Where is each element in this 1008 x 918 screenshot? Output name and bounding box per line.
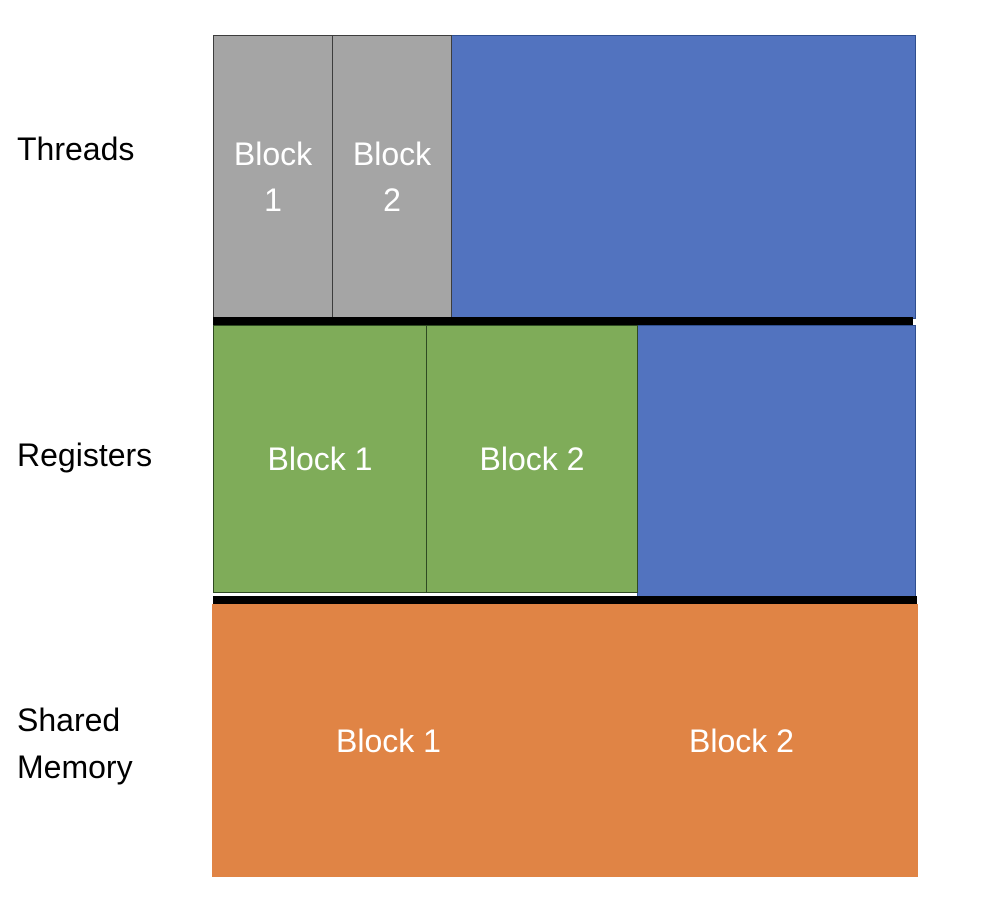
shared-memory-area (212, 604, 918, 877)
shared-memory-row-label: Shared Memory (17, 702, 133, 785)
registers-block-1: Block 1 (213, 325, 427, 593)
threads-block-1: Block 1 (213, 35, 333, 319)
shared-memory-block-2: Block 2 (689, 722, 794, 759)
threads-block-2: Block 2 (332, 35, 452, 319)
shared-memory-block-1: Block 1 (336, 722, 441, 759)
threads-row-label: Threads (17, 131, 135, 167)
registers-block-2: Block 2 (426, 325, 638, 593)
registers-row-label: Registers (17, 437, 153, 473)
registers-free-space (637, 325, 916, 597)
threads-free-space (451, 35, 916, 319)
threads-registers-separator (213, 317, 913, 325)
registers-shared-separator (213, 596, 917, 604)
